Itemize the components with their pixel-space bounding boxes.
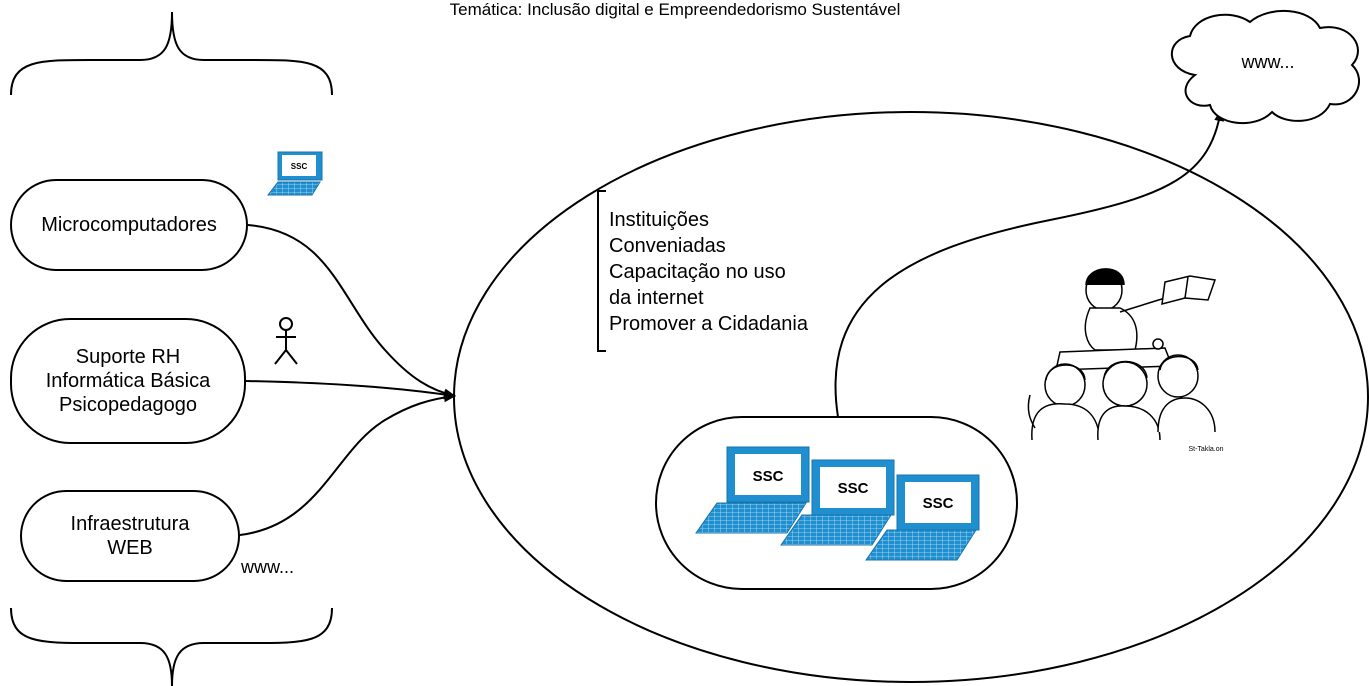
connector-suporte: [245, 380, 456, 400]
program-list: Instituições Conveniadas Capacitação no …: [609, 207, 808, 337]
laptop-icon-2: SSC: [780, 459, 895, 546]
infra-line-1: Infraestrutura: [70, 513, 190, 535]
program-ellipse: [453, 111, 1369, 683]
connector-infraestrutura: [239, 392, 456, 536]
suporte-line-3: Psicopedagogo: [59, 394, 197, 416]
laptop-1-label: SSC: [753, 468, 784, 485]
connector-microcomputadores: [247, 224, 456, 399]
clipart-signature: St-Takla.on: [1188, 446, 1223, 453]
program-bracket: [597, 190, 606, 352]
diagram-title: Temática: Inclusão digital e Empreendedo…: [450, 0, 901, 19]
cloud-shape: [1170, 10, 1360, 125]
program-line-1: Instituições: [609, 209, 710, 231]
bottom-brace: [10, 607, 333, 686]
top-brace: [10, 11, 333, 96]
laptop-icon-1: SSC: [695, 446, 810, 534]
cloud-label: www...: [1240, 52, 1294, 72]
infraestrutura-box: Infraestrutura WEB: [20, 490, 240, 582]
laptop-icon-3: SSC: [865, 474, 980, 561]
suporte-box: Suporte RH Informática Básica Psicopedag…: [10, 318, 246, 444]
laptop-3-label: SSC: [923, 495, 954, 512]
person-icon: [274, 317, 298, 365]
microcomputadores-box: Microcomputadores: [10, 179, 248, 271]
microcomputadores-label: Microcomputadores: [41, 214, 217, 236]
suporte-line-2: Informática Básica: [45, 370, 211, 392]
infra-www-label: www...: [241, 557, 295, 577]
small-laptop-icon: SSC: [266, 151, 323, 196]
program-line-4: da internet: [609, 287, 704, 309]
laptop-2-label: SSC: [838, 480, 869, 497]
suporte-line-1: Suporte RH: [75, 346, 181, 368]
program-line-5: Promover a Cidadania: [609, 313, 808, 335]
connector-cloud: [834, 109, 1225, 418]
small-laptop-label: SSC: [291, 162, 308, 171]
teacher-students-illustration: [1027, 268, 1217, 441]
infra-line-2: WEB: [107, 537, 153, 559]
program-line-2: Conveniadas: [609, 235, 726, 257]
program-line-3: Capacitação no uso: [609, 261, 786, 283]
